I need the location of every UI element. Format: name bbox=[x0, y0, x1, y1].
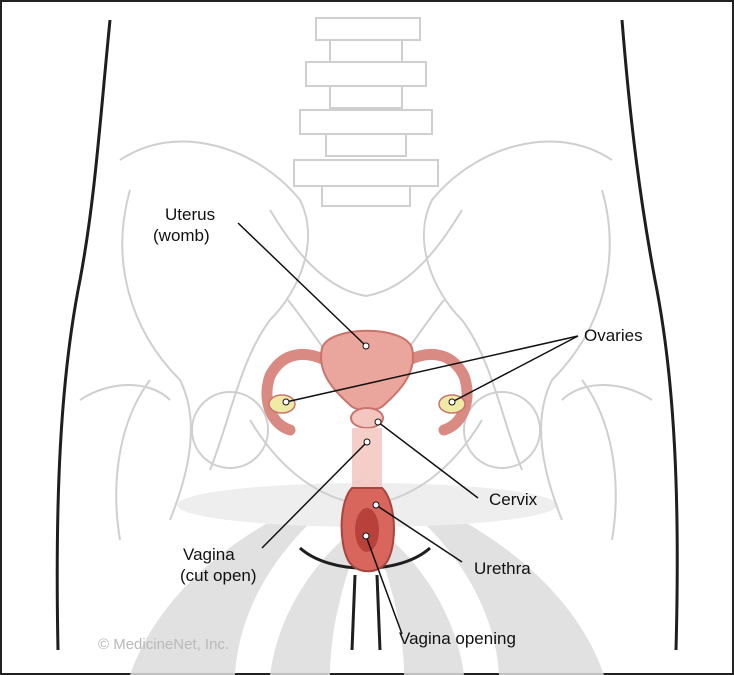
label-vagina-line1: Vagina bbox=[183, 545, 235, 565]
label-urethra: Urethra bbox=[474, 559, 531, 579]
label-ovaries: Ovaries bbox=[584, 326, 643, 346]
label-uterus-line1: Uterus bbox=[165, 205, 215, 225]
ovary-left bbox=[269, 395, 295, 413]
label-vagina-line2: (cut open) bbox=[180, 566, 257, 586]
label-cervix: Cervix bbox=[489, 490, 537, 510]
label-uterus-line2: (womb) bbox=[153, 226, 210, 246]
label-vagina-opening: Vagina opening bbox=[399, 629, 516, 649]
vagina-canal bbox=[352, 428, 382, 488]
copyright-credit: © MedicineNet, Inc. bbox=[98, 636, 229, 653]
